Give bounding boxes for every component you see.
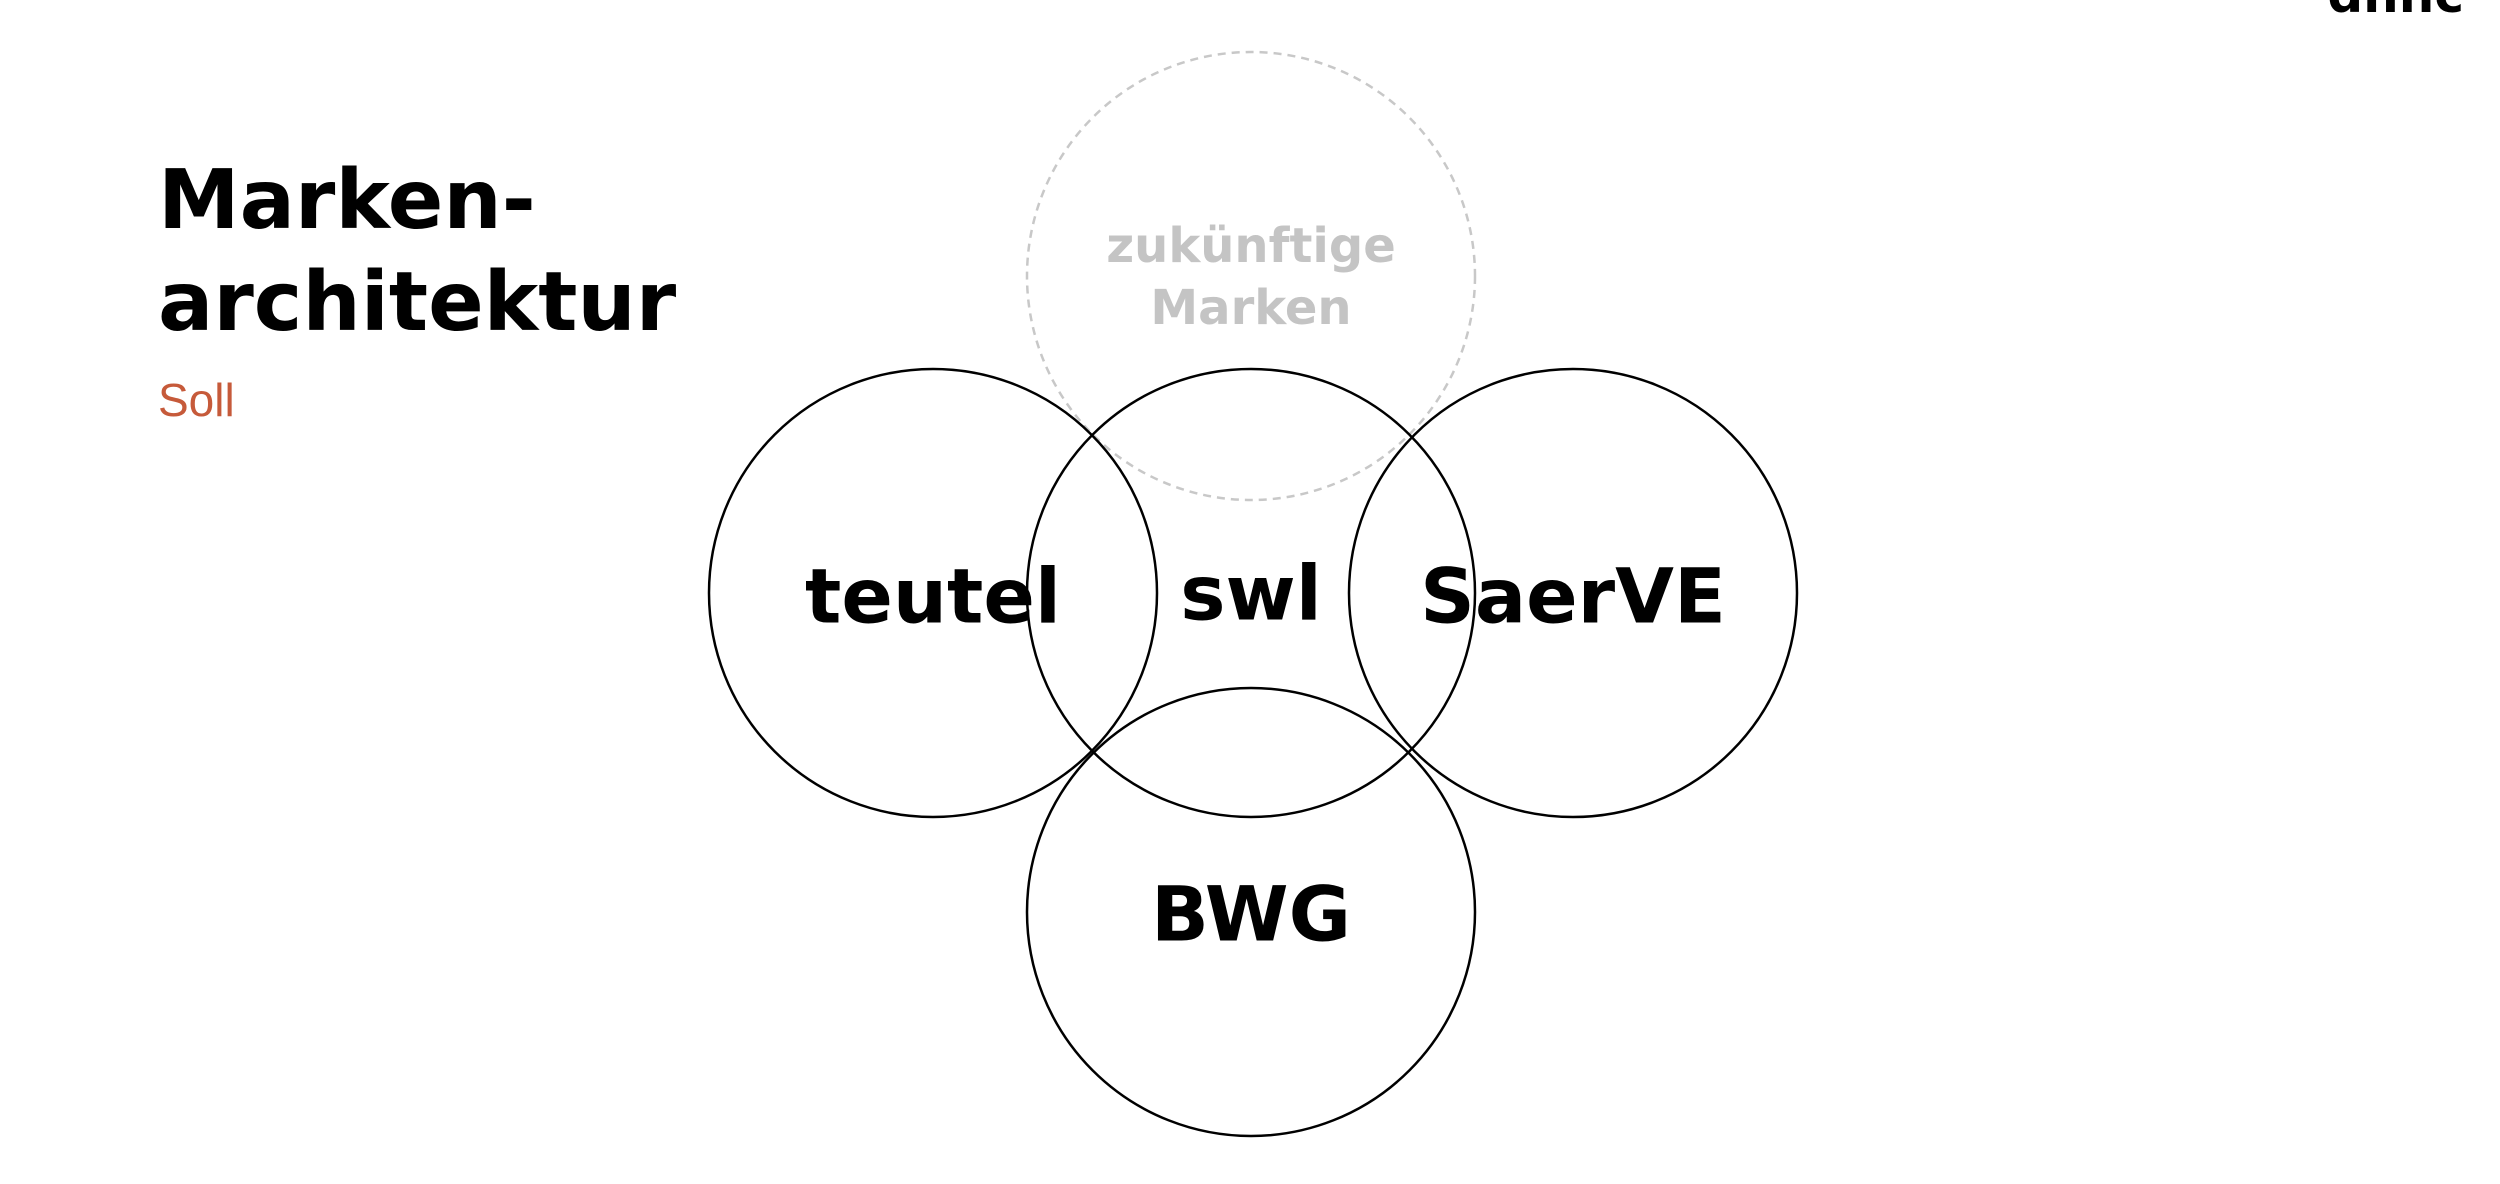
page-subtitle: Soll <box>158 374 235 426</box>
future-brands-outline <box>1025 50 1477 502</box>
swl-outline <box>1025 367 1477 819</box>
saerve-label: SaerVE <box>1420 552 1726 641</box>
bwg-circle: BWG <box>1025 686 1477 1138</box>
future-brands-label-line-2: Marken <box>1150 280 1351 336</box>
teutel-label: teutel <box>805 552 1061 641</box>
corner-logo-fragment: ɑnnc <box>2327 0 2464 24</box>
bwg-outline <box>1025 686 1477 1138</box>
title-line-2: architektur <box>158 255 677 350</box>
saerve-outline <box>1347 367 1799 819</box>
future-brands-label-line-1: zukünftige <box>1106 218 1396 274</box>
teutel-circle: teutel <box>707 367 1159 819</box>
page-title: Marken- architektur <box>158 150 676 354</box>
title-line-1: Marken- <box>158 153 536 248</box>
teutel-outline <box>707 367 1159 819</box>
bwg-label: BWG <box>1151 870 1351 959</box>
future-brands-circle: zukünftige Marken <box>1025 50 1477 502</box>
swl-label: swl <box>1180 549 1322 638</box>
swl-circle: swl <box>1025 367 1477 819</box>
saerve-circle: SaerVE <box>1347 367 1799 819</box>
